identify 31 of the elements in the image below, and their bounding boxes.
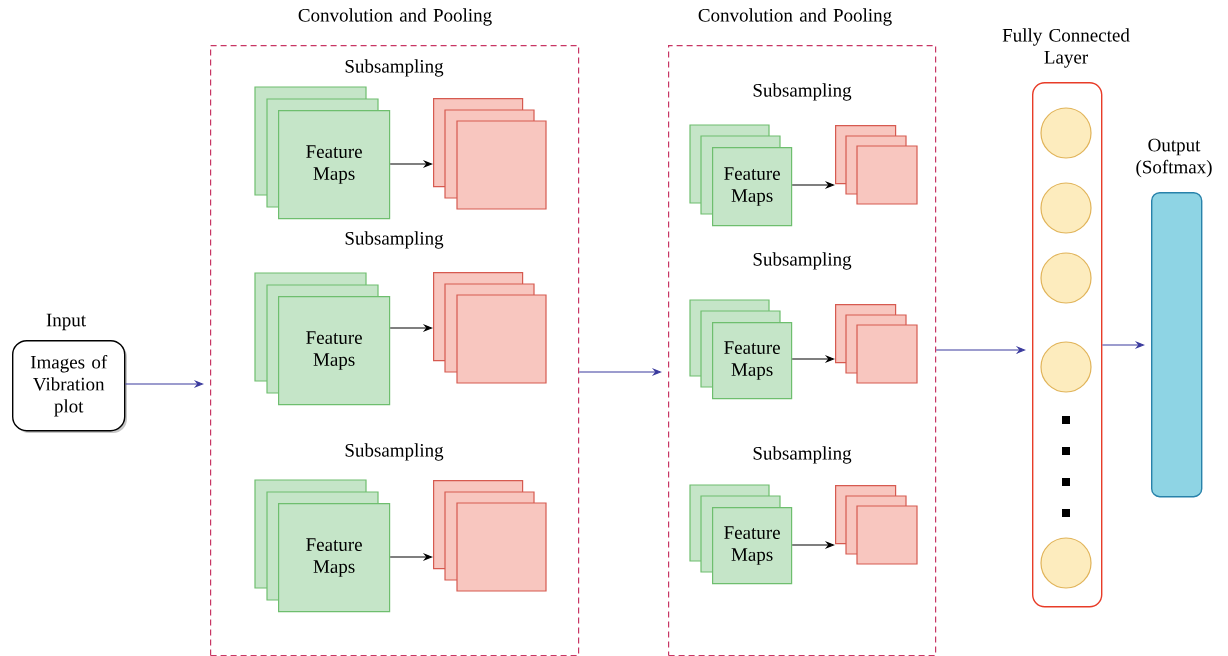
layer-box: Fully Connected Layer [1002, 28, 1130, 608]
output-bar: Output (Softmax) [1136, 138, 1212, 498]
section-label: Subsampling [345, 59, 444, 77]
node-label: Convolution and Pooling [698, 8, 892, 26]
neuron-circle [1040, 107, 1092, 159]
pooled-map-stack [433, 98, 547, 210]
node-label: Convolution and Pooling [298, 8, 492, 26]
section-label: Subsampling [345, 443, 444, 461]
feature-map-stack: Feature Maps [689, 124, 793, 227]
pooled-map-stack [835, 125, 918, 205]
section-label: Subsampling [753, 446, 852, 464]
neuron-circle [1040, 252, 1092, 304]
input-box: Input Images of Vibration plot [12, 313, 127, 433]
pooled-map-stack [835, 485, 918, 565]
feature-map-stack: Feature Maps [254, 479, 391, 613]
pooled-map-stack [433, 480, 547, 592]
pooled-map-stack [433, 272, 547, 384]
neuron-circle [1040, 341, 1092, 393]
node-label: Input [46, 313, 86, 331]
neuron-circle [1040, 182, 1092, 234]
node-label: Output (Softmax) [1136, 138, 1212, 178]
section-label: Subsampling [753, 252, 852, 270]
feature-map-stack: Feature Maps [254, 86, 391, 220]
neuron-circle [1040, 537, 1092, 589]
feature-map-stack: Feature Maps [689, 299, 793, 400]
feature-map-stack: Feature Maps [254, 272, 391, 406]
feature-map-stack: Feature Maps [689, 484, 793, 585]
section-label: Subsampling [753, 83, 852, 101]
section-label: Subsampling [345, 231, 444, 249]
node-label: Fully Connected Layer [1002, 28, 1130, 68]
pooled-map-stack [835, 304, 918, 384]
